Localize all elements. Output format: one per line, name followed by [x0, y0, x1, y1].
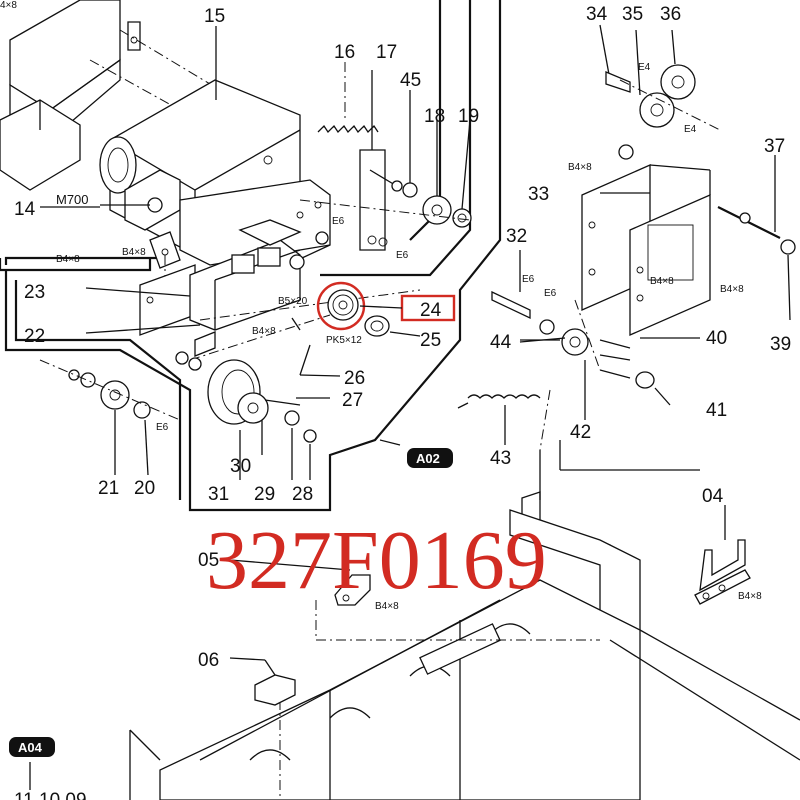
center-mechanism	[139, 219, 421, 361]
spec-labels: M700 B4×8 B4×8 B5×20 B4×8 PK5×12 E6 E6 E…	[0, 0, 762, 800]
label-b4x8-motor: B4×8	[122, 247, 146, 258]
callout-29: 29	[254, 484, 275, 505]
callout-43: 43	[490, 448, 511, 469]
callout-28: 28	[292, 484, 313, 505]
callout-32: 32	[506, 226, 527, 247]
label-b5x20: B5×20	[278, 296, 308, 307]
tag-a02: A02	[407, 448, 453, 468]
callout-27: 27	[342, 390, 363, 411]
sprocket-30	[237, 392, 269, 424]
callout-14: 14	[14, 199, 36, 220]
bracket-04	[694, 505, 751, 605]
callout-41: 41	[706, 400, 727, 421]
sprocket-21	[100, 380, 130, 410]
part-number-stamp: 327F0169	[206, 514, 547, 607]
label-e6-sprocket: E6	[156, 422, 169, 433]
callout-30: 30	[230, 456, 251, 477]
callout-42: 42	[570, 422, 591, 443]
lower-frame	[129, 440, 800, 800]
label-e4-bottom: E4	[684, 124, 697, 135]
callout-18: 18	[424, 106, 445, 127]
callout-39: 39	[770, 334, 791, 355]
label-e6-shaft2: E6	[544, 288, 557, 299]
tag-a04: A04	[9, 737, 55, 757]
label-b4x8-frame: B4×8	[568, 162, 592, 173]
callout-31: 31	[208, 484, 229, 505]
label-b4x8-frame3: B4×8	[720, 284, 744, 295]
sprocket-18	[422, 195, 452, 225]
gear-train-34-36	[599, 24, 721, 131]
callout-22: 22	[24, 326, 45, 347]
callout-21: 21	[98, 478, 119, 499]
label-bottom-fragment: 11 10 09	[14, 790, 87, 800]
callout-37: 37	[764, 136, 785, 157]
callout-15: 15	[204, 6, 225, 27]
lower-gear-group	[175, 344, 341, 480]
callout-19: 19	[458, 106, 479, 127]
callout-45: 45	[400, 70, 421, 91]
label-b4x8-frame2: B4×8	[650, 276, 674, 287]
callout-25: 25	[420, 330, 441, 351]
motor-assembly	[99, 79, 331, 300]
callout-35: 35	[622, 4, 643, 25]
callout-34: 34	[586, 4, 608, 25]
callout-23: 23	[24, 282, 45, 303]
callout-36: 36	[660, 4, 681, 25]
gear-35	[639, 92, 675, 128]
right-gear-group	[457, 250, 671, 451]
label-e6-bracket2: E6	[396, 250, 409, 261]
label-pk5x12: PK5×12	[326, 335, 362, 346]
callout-04: 04	[702, 486, 724, 507]
callout-40: 40	[706, 328, 727, 349]
label-b4x8-04: B4×8	[738, 591, 762, 602]
spring-bracket-group	[299, 62, 472, 251]
collar-25	[364, 315, 390, 337]
label-top-left-fragment: 4×8	[0, 0, 17, 11]
label-e6-shaft1: E6	[522, 274, 535, 285]
callout-26: 26	[344, 368, 365, 389]
gear-36	[660, 64, 696, 100]
top-left-housing	[0, 0, 221, 191]
label-m700: M700	[56, 192, 89, 207]
shaft-37	[717, 155, 796, 321]
label-b4x8-05: B4×8	[375, 601, 399, 612]
left-sprocket-group	[39, 359, 181, 476]
callout-17: 17	[376, 42, 397, 63]
callout-numbers: 15 16 17 45 18 19 14 23 22 24 25 26 27 2…	[14, 4, 791, 671]
gear-44	[561, 328, 589, 356]
label-b4x8-mid: B4×8	[252, 326, 276, 337]
callout-20: 20	[134, 478, 155, 499]
callout-05: 05	[198, 550, 219, 571]
label-e6-bracket: E6	[332, 216, 345, 227]
label-e4-top: E4	[638, 62, 651, 73]
callout-33: 33	[528, 184, 549, 205]
tag-a02-text: A02	[416, 451, 440, 466]
callout-24: 24	[420, 300, 442, 321]
tag-a04-text: A04	[18, 740, 43, 755]
callout-06: 06	[198, 650, 219, 671]
callout-16: 16	[334, 42, 355, 63]
callout-44: 44	[490, 332, 512, 353]
bracket-05	[229, 559, 371, 606]
gear-24	[327, 289, 359, 321]
leader-lines	[29, 26, 700, 790]
frame-33	[574, 144, 711, 371]
block-06	[229, 657, 296, 706]
label-b4x8-left: B4×8	[56, 254, 80, 265]
